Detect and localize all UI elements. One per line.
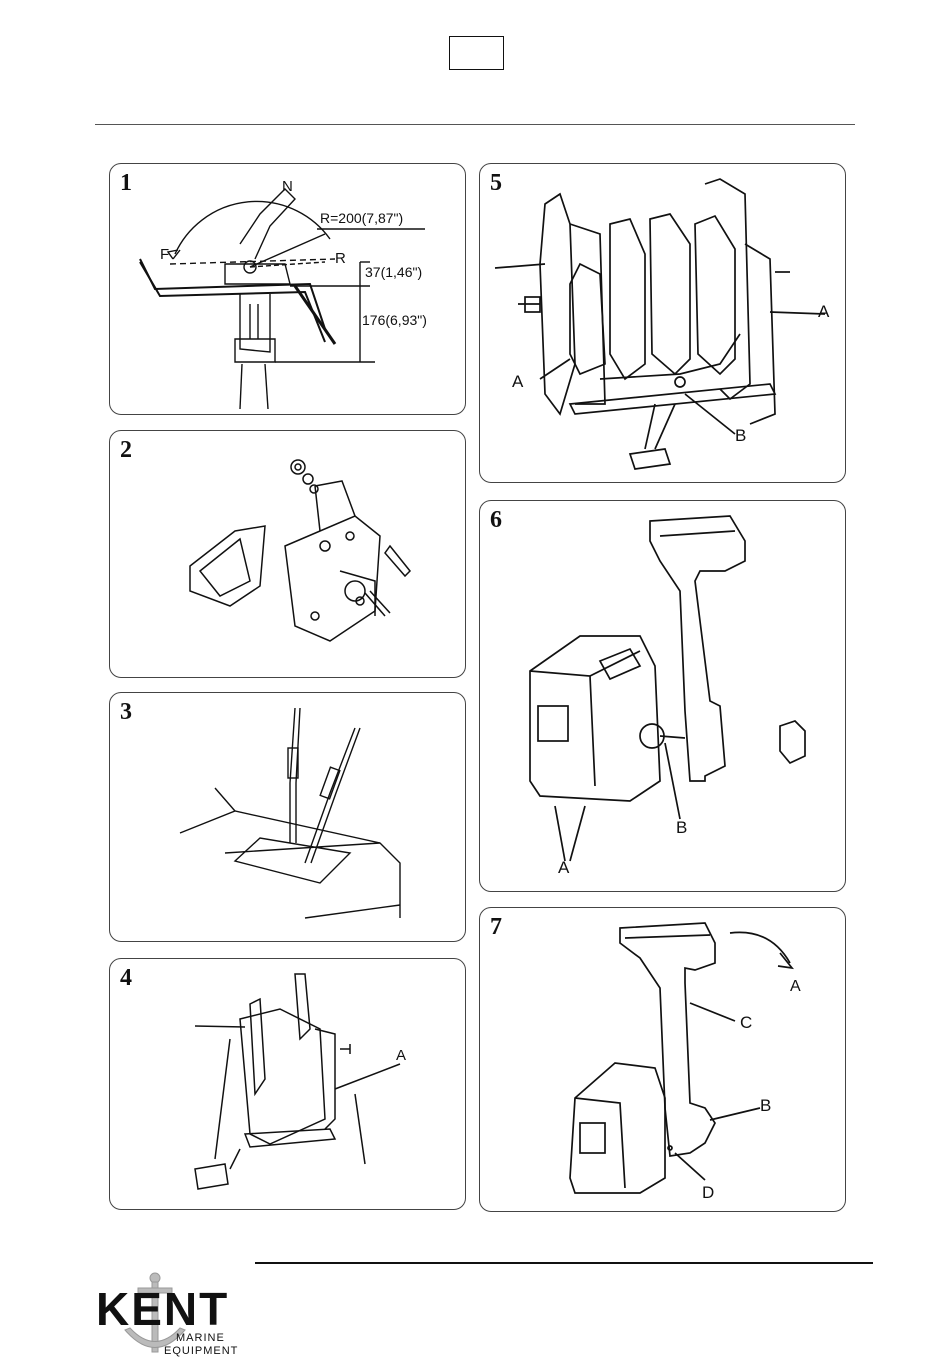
- figure-5-label-a-right: A: [818, 302, 829, 322]
- logo-line-1: MARINE: [176, 1332, 225, 1344]
- logo-line-2: EQUIPMENT: [164, 1345, 238, 1357]
- figure-5-panel: 5 A A B: [479, 163, 846, 483]
- figure-4-control-unit-side: [110, 959, 466, 1210]
- figure-7-label-d: D: [702, 1183, 714, 1203]
- figure-6-label-b: B: [676, 818, 687, 838]
- figure-6-label-a: A: [558, 858, 569, 878]
- figure-1-label-r: R: [335, 250, 346, 267]
- figure-3-panel: 3: [109, 692, 466, 942]
- kent-logo: KENT MARINE EQUIPMENT: [92, 1270, 252, 1358]
- figure-5-control-unit-exploded: [480, 164, 846, 483]
- figure-6-lever-installation: [480, 501, 846, 892]
- figure-7-label-b: B: [760, 1096, 771, 1116]
- figure-1-lever-geometry: [110, 164, 466, 415]
- page-number-box: [449, 36, 504, 70]
- figure-7-lever-operation: [480, 908, 846, 1212]
- figure-7-panel: 7 A C B D: [479, 907, 846, 1212]
- figure-1-label-radius: R=200(7,87"): [320, 210, 403, 226]
- figure-5-label-a-left: A: [512, 372, 523, 392]
- footer-rule: [255, 1262, 873, 1264]
- figure-1-label-height-b: 176(6,93"): [362, 312, 427, 328]
- figure-7-label-a: A: [790, 978, 801, 996]
- figure-4-panel: 4 A: [109, 958, 466, 1210]
- logo-name: KENT: [96, 1282, 229, 1336]
- figure-2-bracket-assembly: [110, 431, 466, 678]
- figure-7-label-c: C: [740, 1013, 752, 1033]
- figure-3-cable-routing: [110, 693, 466, 942]
- figure-6-panel: 6 B A: [479, 500, 846, 892]
- figure-4-label-a: A: [396, 1047, 406, 1064]
- figure-1-panel: 1 N F R R=200(7: [109, 163, 466, 415]
- figure-1-label-height-a: 37(1,46"): [365, 264, 422, 280]
- figure-2-panel: 2: [109, 430, 466, 678]
- figure-1-label-f: F: [160, 246, 169, 263]
- figure-5-label-b: B: [735, 426, 746, 446]
- figure-1-label-n: N: [282, 178, 293, 195]
- header-rule: [95, 124, 855, 125]
